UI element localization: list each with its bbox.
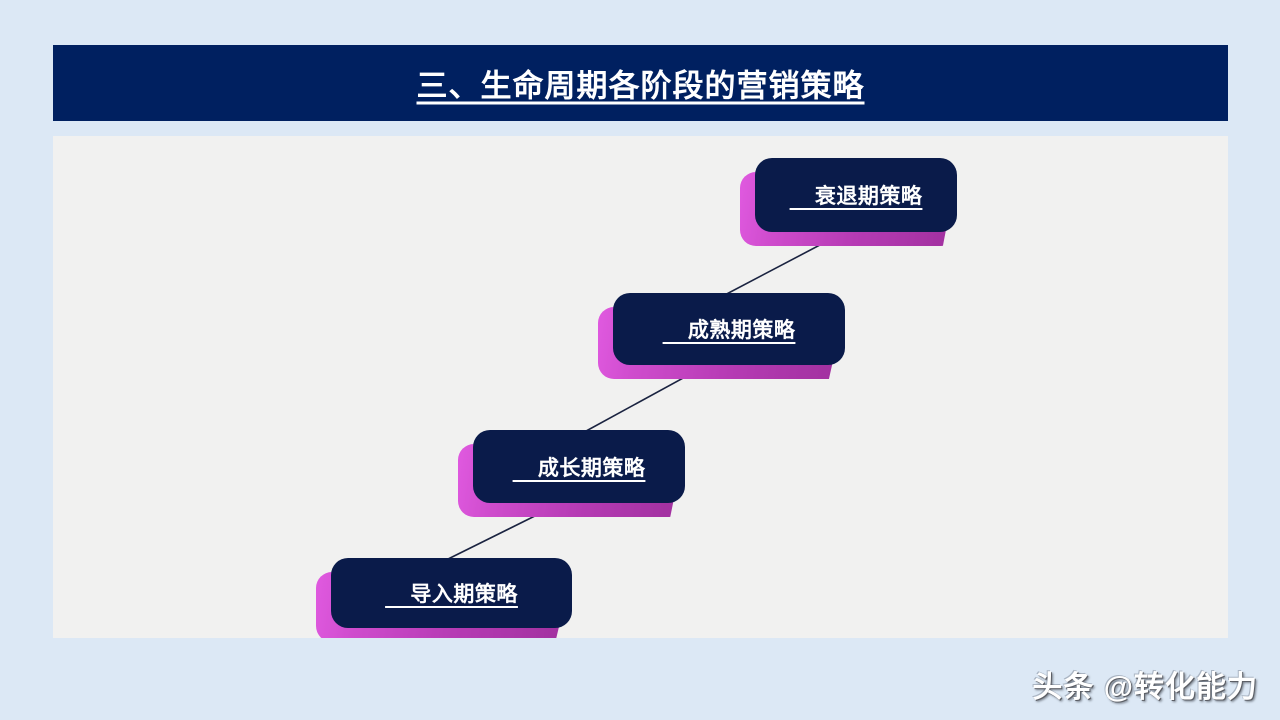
stage-box-introduction[interactable]: 导入期策略 <box>316 558 572 638</box>
stage-box-face: 导入期策略 <box>331 558 572 628</box>
stage-box-face: 成熟期策略 <box>613 293 845 365</box>
page-title: 三、生命周期各阶段的营销策略 <box>416 68 865 104</box>
watermark: 头条 @转化能力 <box>1032 671 1258 704</box>
stage-label-growth: 成长期策略 <box>512 456 646 480</box>
content-panel: 衰退期策略 成熟期策略 成长期策略 导入期策略 <box>53 136 1228 638</box>
stage-box-face: 成长期策略 <box>473 430 685 503</box>
stage-box-growth[interactable]: 成长期策略 <box>458 430 685 517</box>
stage-label-maturity: 成熟期策略 <box>662 319 796 342</box>
stage-label-introduction: 导入期策略 <box>385 583 518 606</box>
connector-lines <box>437 235 838 565</box>
stage-box-decline[interactable]: 衰退期策略 <box>740 158 957 246</box>
stage-box-maturity[interactable]: 成熟期策略 <box>598 293 845 379</box>
stage-label-decline: 衰退期策略 <box>789 185 923 208</box>
connector-growth-to-maturity <box>576 370 697 437</box>
stage-box-face: 衰退期策略 <box>755 158 957 232</box>
slide-title-bar: 三、生命周期各阶段的营销策略 <box>53 45 1228 121</box>
